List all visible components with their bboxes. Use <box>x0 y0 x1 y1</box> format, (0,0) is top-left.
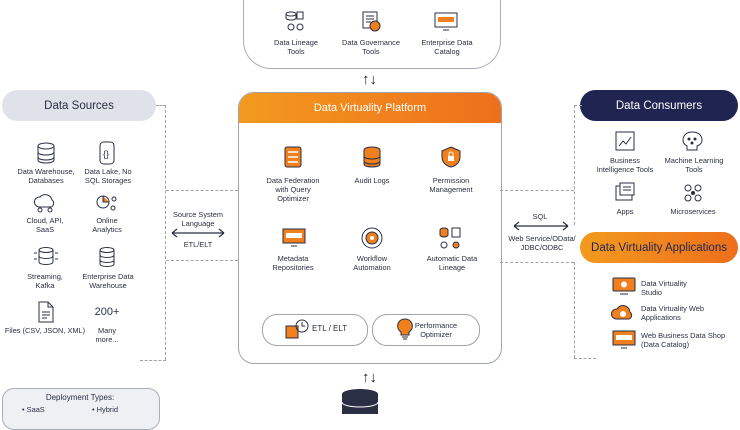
microservices-icon <box>684 184 702 202</box>
database-icon <box>37 142 55 164</box>
right-connector-line1: SQL <box>532 212 548 221</box>
right-connector-line3: JDBC/ODBC <box>520 243 564 252</box>
deployment-title: Deployment Types: <box>45 393 115 402</box>
feature-label-5: Workflow Automation <box>353 254 391 272</box>
feature-label-6: Automatic Data Lineage <box>426 254 478 272</box>
feature-label-4: Metadata Repositories <box>272 254 314 272</box>
source-label-2: Data Lake, No SQL Storages <box>84 167 132 185</box>
data-consumers-header: Data Consumers <box>580 90 738 121</box>
right-double-arrow <box>513 221 569 231</box>
files-icon <box>38 301 54 323</box>
top-tool-label-1: Data Lineage Tools <box>274 38 318 56</box>
enterprise-warehouse-icon <box>99 247 115 268</box>
feature-label-2: Audit Logs <box>354 176 390 185</box>
performance-pill <box>372 314 480 346</box>
svg-text:{}: {} <box>103 149 109 159</box>
data-shop-icon <box>612 330 636 349</box>
platform-dash-right-top <box>500 190 574 191</box>
data-lineage-icon <box>285 11 304 31</box>
audit-logs-icon <box>363 146 381 168</box>
consumer-label-2: Machine Learning Tools <box>664 156 724 174</box>
performance-label: Performance Optimizer <box>414 321 458 339</box>
etl-icon <box>285 319 309 339</box>
source-label-5: Streaming, Kafka <box>27 272 63 290</box>
web-applications-icon <box>610 305 633 320</box>
performance-optimizer-icon <box>397 318 413 340</box>
source-label-1: Data Warehouse, Databases <box>17 167 75 185</box>
deployment-item-1: • SaaS <box>22 405 45 414</box>
left-connector-line1: Source System <box>172 210 224 219</box>
streaming-icon <box>34 247 58 266</box>
more-sources-label: Many more... <box>95 326 119 344</box>
etl-label: ETL / ELT <box>312 324 348 333</box>
etl-pill <box>262 314 368 346</box>
left-double-arrow <box>171 228 225 238</box>
platform-title: Data Virtuality Platform <box>313 102 427 114</box>
enterprise-catalog-icon <box>434 12 458 31</box>
consumer-label-3: Apps <box>616 207 634 216</box>
data-federation-icon <box>284 146 302 168</box>
cloud-api-icon <box>33 194 55 213</box>
data-lake-icon: {} <box>99 141 115 165</box>
consumer-label-4: Microservices <box>670 207 716 216</box>
right-connector-line2: Web Service/OData/ <box>508 234 576 243</box>
applications-title: Data Virtuality Applications <box>591 241 727 254</box>
top-tool-label-2: Data Governance Tools <box>342 38 400 56</box>
metadata-repositories-icon <box>282 228 306 247</box>
platform-dash-left-top <box>166 190 238 191</box>
consumer-label-1: Business Intelligence Tools <box>596 156 654 174</box>
source-label-3: Cloud, API, SaaS <box>26 216 64 234</box>
data-sources-header: Data Sources <box>2 90 156 121</box>
sources-dash-bottom <box>140 360 166 361</box>
feature-label-3: Permission Management <box>429 176 473 194</box>
permission-management-icon <box>441 146 461 168</box>
data-consumers-title: Data Consumers <box>615 99 703 112</box>
apps-icon <box>615 182 635 201</box>
sources-dash-top <box>156 105 166 106</box>
source-label-7: Files (CSV, JSON, XML) <box>4 326 86 335</box>
left-connector-line3: ETL/ELT <box>183 240 213 249</box>
bi-tools-icon <box>615 131 635 151</box>
platform-header: Data Virtuality Platform <box>239 93 501 123</box>
more-sources-count: 200+ <box>94 306 120 318</box>
applications-dash-bottom <box>574 358 596 359</box>
data-governance-icon <box>362 11 381 32</box>
applications-header: Data Virtuality Applications <box>580 232 738 263</box>
data-sources-title: Data Sources <box>44 99 114 112</box>
studio-icon <box>612 277 636 295</box>
automatic-lineage-icon <box>439 227 461 249</box>
application-label-3: Web Business Data Shop (Data Catalog) <box>641 331 726 349</box>
top-bidirectional-arrow: ↑↓ <box>362 71 377 88</box>
source-label-4: Online Analytics <box>92 216 122 234</box>
platform-dash-right-bottom <box>500 262 574 263</box>
feature-label-1: Data Federation with Query Optimizer <box>266 176 320 203</box>
online-analytics-icon <box>96 195 117 211</box>
sources-dash-right <box>165 105 166 360</box>
application-label-2: Data Virtuality Web Applications <box>641 304 704 322</box>
consumers-dash-left <box>574 105 575 225</box>
top-tool-label-3: Enterprise Data Catalog <box>421 38 473 56</box>
consumers-dash-top <box>574 105 582 106</box>
deployment-item-2-label: Hybrid <box>96 405 119 414</box>
source-label-6: Enterprise Data Warehouse <box>82 272 134 290</box>
applications-dash-left <box>574 262 575 358</box>
bottom-bidirectional-arrow: ↑↓ <box>362 369 377 386</box>
workflow-automation-icon <box>361 227 383 249</box>
left-connector-line2: Language <box>181 219 215 228</box>
bottom-database-icon <box>341 389 379 414</box>
deployment-item-2: • Hybrid <box>92 405 119 414</box>
application-label-1: Data Virtuality Studio <box>641 279 687 297</box>
deployment-item-1-label: SaaS <box>26 405 45 414</box>
platform-dash-left-bottom <box>166 260 238 261</box>
machine-learning-icon <box>682 131 703 151</box>
